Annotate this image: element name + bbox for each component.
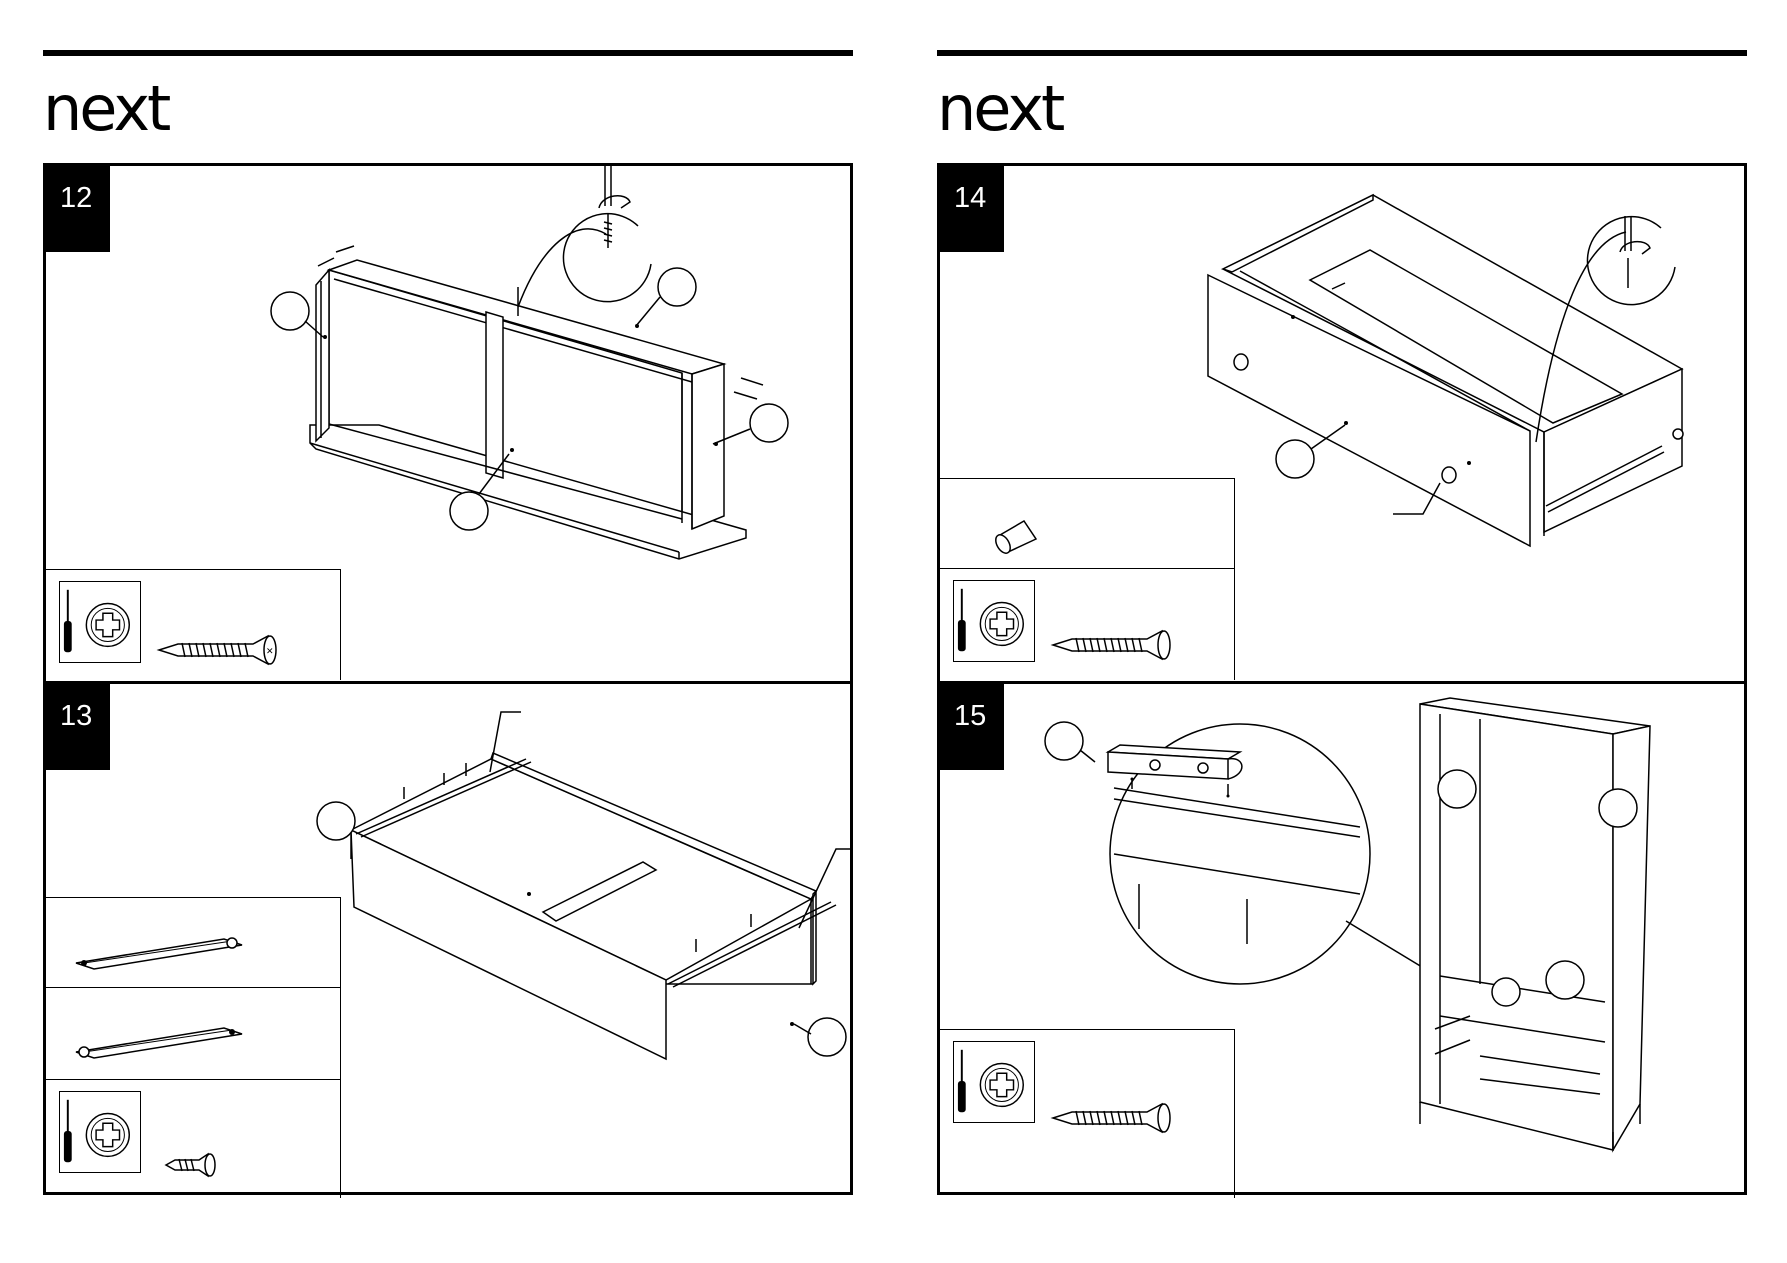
svg-text:✕: ✕ [266,647,274,657]
page-left: next 12 [43,0,853,1263]
brand-logo: next [937,78,1062,140]
screwdriver-icon [954,1042,1034,1122]
knob-icon [990,515,1050,559]
step-12-panel: 12 [46,166,850,679]
phillips-head-icon [990,1073,1013,1096]
step-13-panel: 13 [46,684,850,1197]
screwdriver-icon [954,581,1034,661]
hardware-box [940,1029,1235,1198]
screwdriver-tool-card [59,1091,141,1173]
header-rule [43,50,853,56]
hardware-box [46,1079,341,1198]
brand-logo: next [43,78,168,140]
right-runner-box [46,987,341,1080]
drawer-runner-icon [74,1024,244,1064]
steps-frame: 14 [937,163,1747,1195]
phillips-head-icon [96,1123,119,1146]
step-14-panel: 14 [940,166,1744,679]
phillips-head-icon [990,612,1013,635]
page-right: next 14 [937,0,1747,1263]
screwdriver-tool-card [953,580,1035,662]
screw-icon [1050,627,1180,663]
screw-icon [1050,1100,1180,1136]
step-15-panel: 15 [940,684,1744,1197]
left-runner-box [46,897,341,988]
screwdriver-tool-card [59,581,141,663]
hardware-box: ✕ [46,569,341,680]
steps-frame: 12 [43,163,853,1195]
screw-icon: ✕ [156,632,286,668]
header-rule [937,50,1747,56]
phillips-head-icon [96,613,119,636]
hardware-box [940,568,1235,680]
screwdriver-tool-card [953,1041,1035,1123]
screwdriver-icon [60,1092,140,1172]
drawer-runner-icon [74,933,244,973]
knob-box [940,478,1235,569]
screwdriver-icon [60,582,140,662]
screw-icon [163,1150,223,1180]
